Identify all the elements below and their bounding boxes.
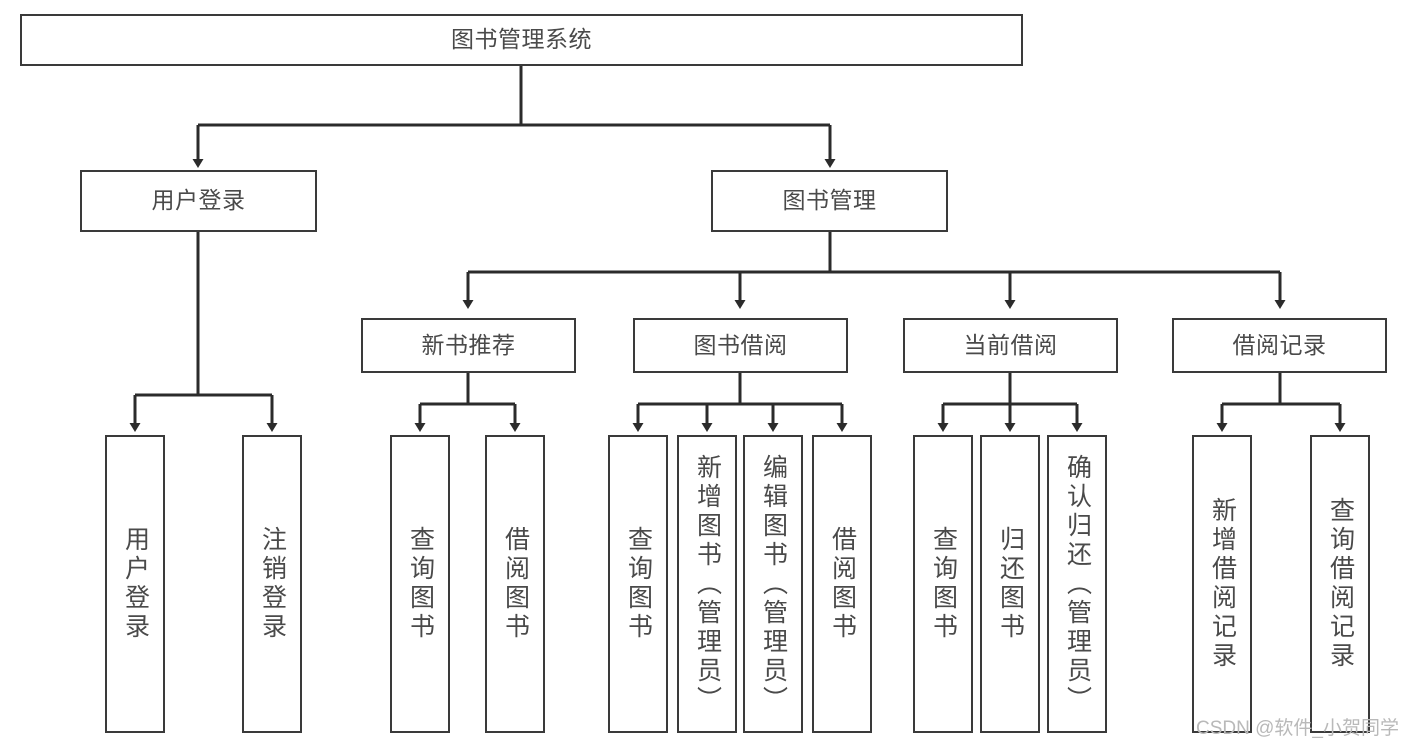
node-label: 确认归还（管理员）	[1063, 453, 1092, 715]
node-book-borrow[interactable]: 图书借阅	[633, 318, 848, 373]
node-label: 新增图书（管理员）	[693, 453, 722, 715]
leaf-new-book-borrow-book[interactable]: 借阅图书	[485, 435, 545, 733]
node-label: 查询图书	[406, 526, 435, 642]
node-label: 图书借阅	[693, 331, 788, 358]
leaf-user-login-logout[interactable]: 注销登录	[242, 435, 302, 733]
node-label: 编辑图书（管理员）	[759, 453, 788, 715]
node-label: 新书推荐	[421, 331, 516, 358]
node-label: 查询借阅记录	[1326, 497, 1355, 671]
node-label: 用户登录	[151, 187, 246, 214]
node-user-login[interactable]: 用户登录	[80, 170, 317, 232]
node-book-management[interactable]: 图书管理	[711, 170, 948, 232]
leaf-borrow-record-add-record[interactable]: 新增借阅记录	[1192, 435, 1252, 733]
node-label: 当前借阅	[963, 331, 1058, 358]
leaf-current-borrow-return-book[interactable]: 归还图书	[980, 435, 1040, 733]
leaf-book-borrow-query-book[interactable]: 查询图书	[608, 435, 668, 733]
node-borrow-record[interactable]: 借阅记录	[1172, 318, 1387, 373]
leaf-user-login-login[interactable]: 用户登录	[105, 435, 165, 733]
node-label: 新增借阅记录	[1208, 497, 1237, 671]
node-label: 图书管理系统	[451, 26, 592, 53]
node-label: 归还图书	[996, 526, 1025, 642]
node-label: 借阅图书	[501, 526, 530, 642]
node-new-book-recommend[interactable]: 新书推荐	[361, 318, 576, 373]
leaf-current-borrow-query-book[interactable]: 查询图书	[913, 435, 973, 733]
leaf-book-borrow-borrow-book[interactable]: 借阅图书	[812, 435, 872, 733]
node-label: 查询图书	[624, 526, 653, 642]
node-label: 查询图书	[929, 526, 958, 642]
leaf-book-borrow-edit-book-admin[interactable]: 编辑图书（管理员）	[743, 435, 803, 733]
leaf-new-book-query-book[interactable]: 查询图书	[390, 435, 450, 733]
leaf-current-borrow-confirm-return-admin[interactable]: 确认归还（管理员）	[1047, 435, 1107, 733]
node-label: 图书管理	[782, 187, 877, 214]
node-label: 注销登录	[258, 526, 287, 642]
node-label: 用户登录	[121, 526, 150, 642]
node-current-borrow[interactable]: 当前借阅	[903, 318, 1118, 373]
node-root-book-management-system[interactable]: 图书管理系统	[20, 14, 1023, 66]
leaf-borrow-record-query-record[interactable]: 查询借阅记录	[1310, 435, 1370, 733]
node-label: 借阅图书	[828, 526, 857, 642]
csdn-watermark: CSDN @软件_小贺同学	[1196, 718, 1399, 739]
node-label: 借阅记录	[1232, 331, 1327, 358]
leaf-book-borrow-add-book-admin[interactable]: 新增图书（管理员）	[677, 435, 737, 733]
